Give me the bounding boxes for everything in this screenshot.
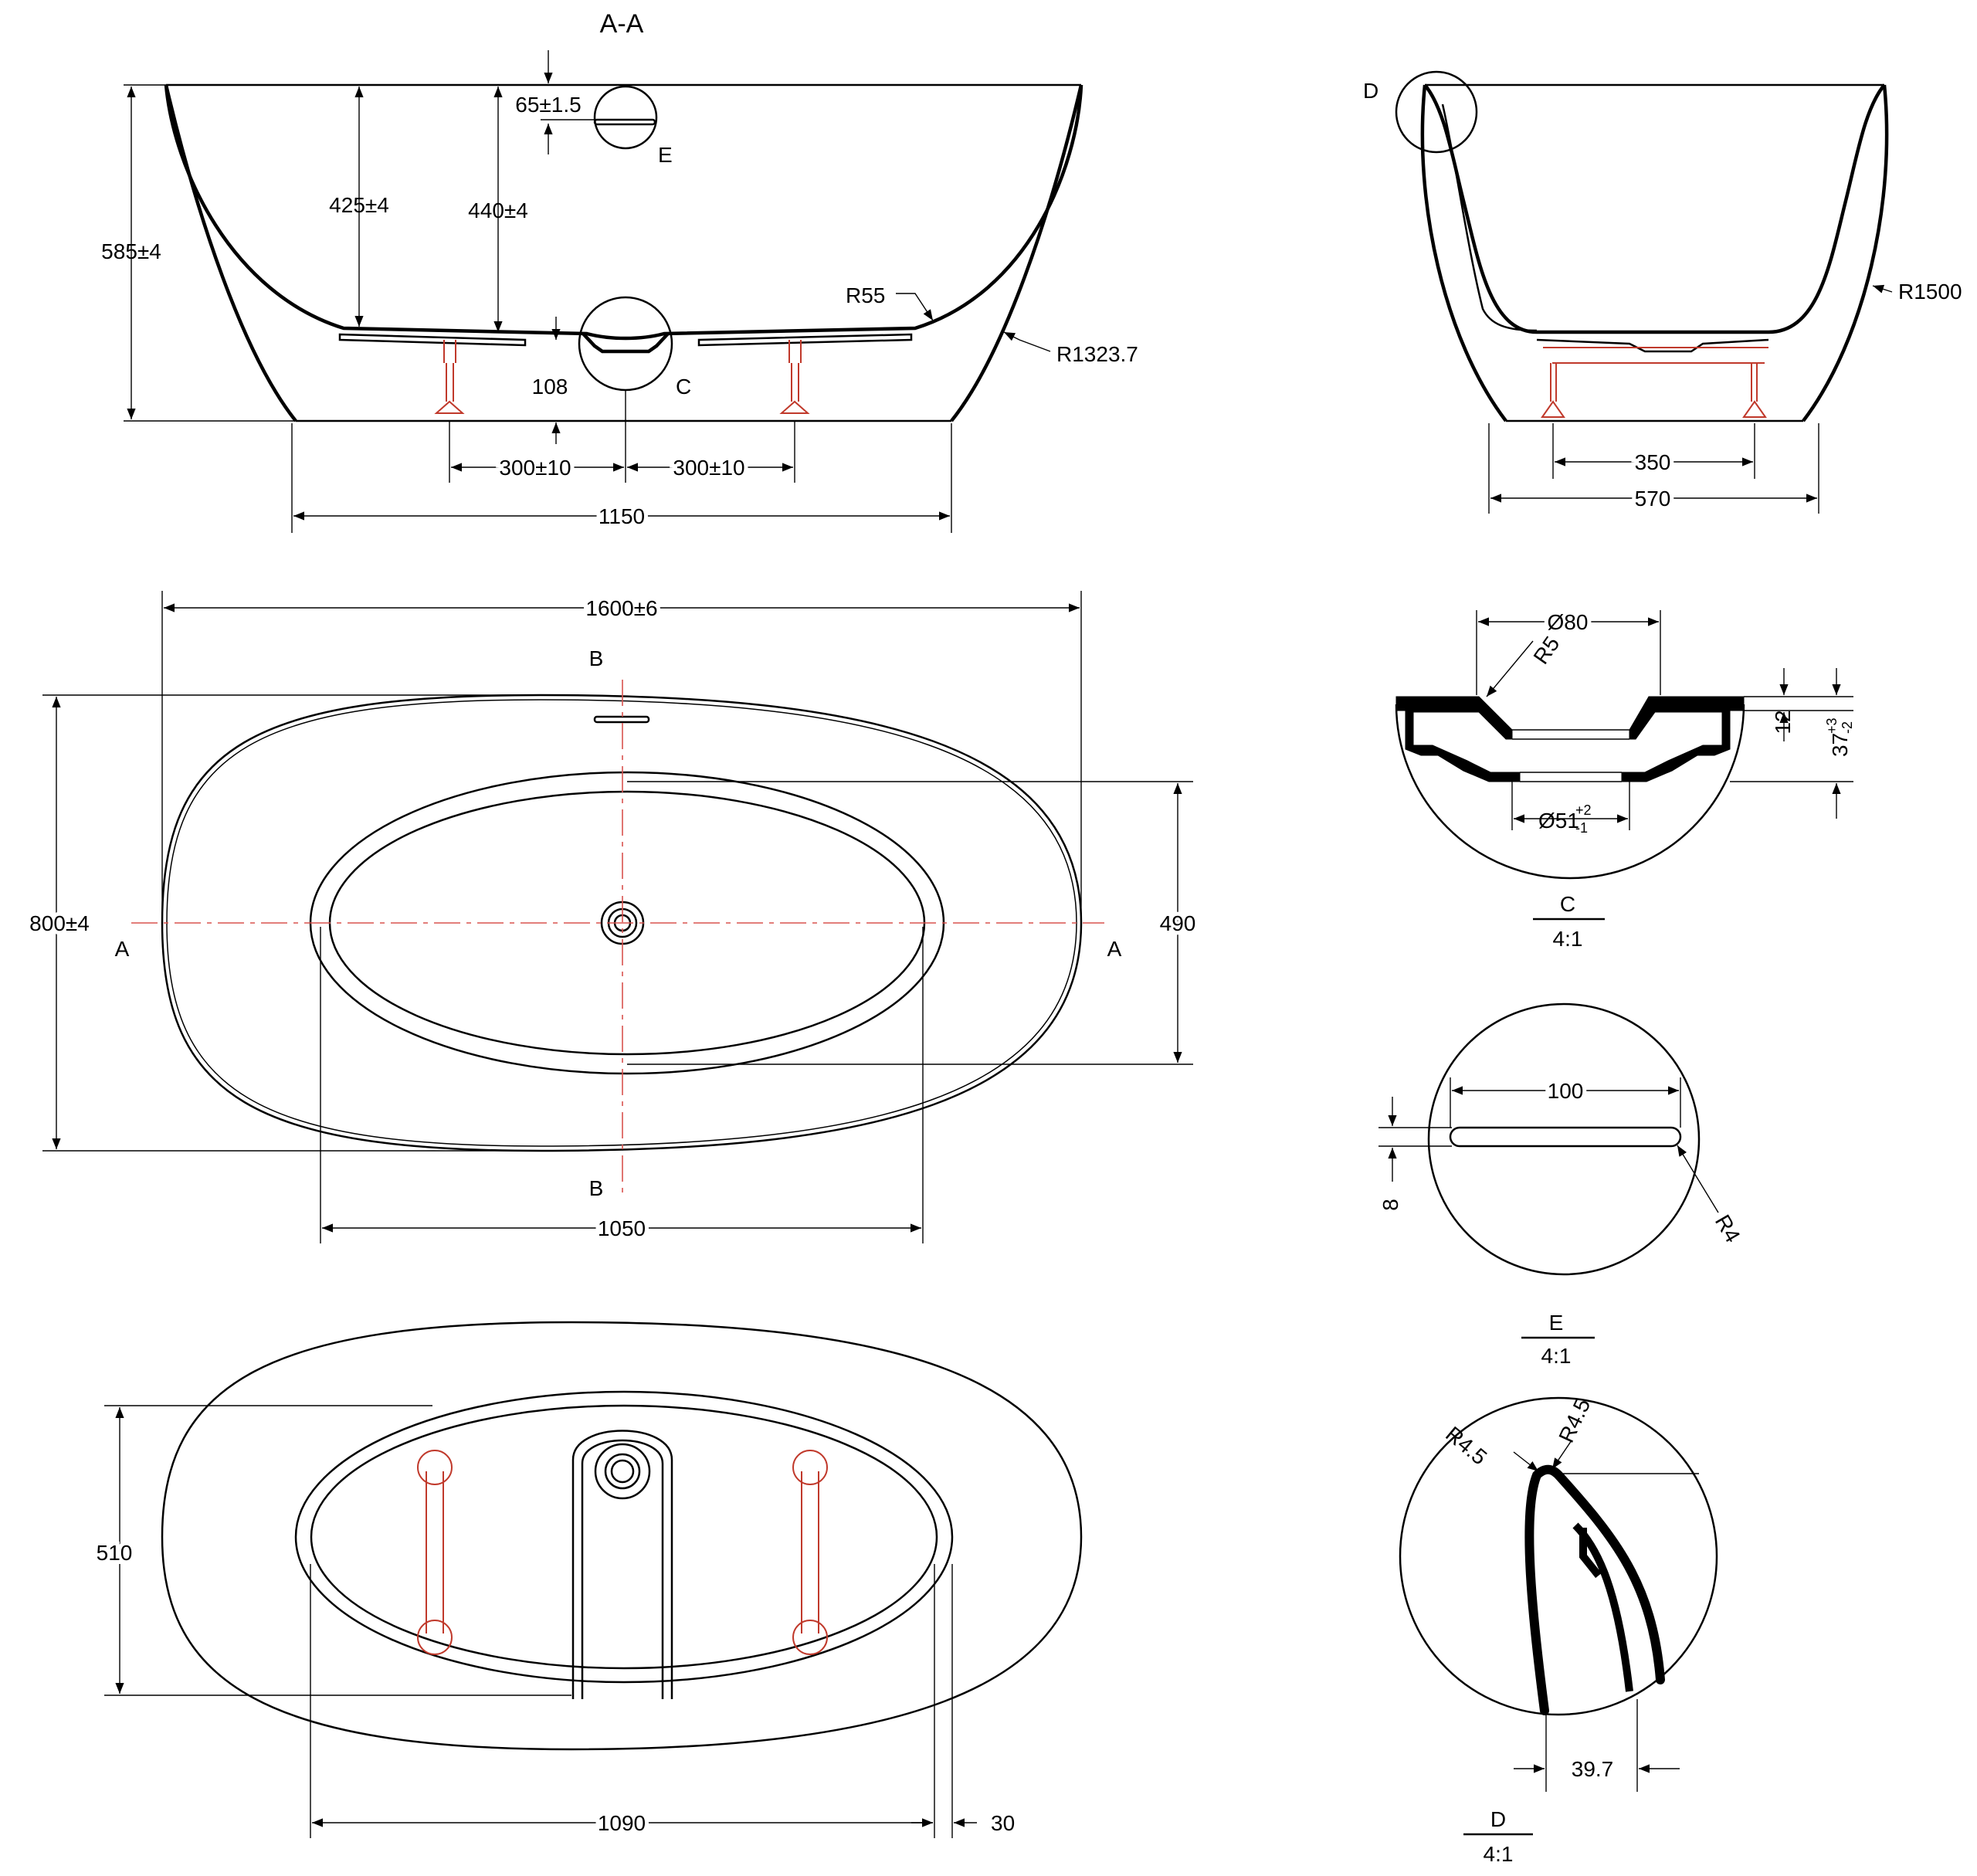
- dim-bb-outer-radius: R1500: [1898, 280, 1962, 304]
- bottom-view-base-outer: [294, 1390, 954, 1684]
- section-bb-feet: [1541, 347, 1768, 418]
- section-bb-dimensions: 350 570 R1500: [1488, 280, 1962, 514]
- section-bb-inner-profile: [1423, 83, 1886, 334]
- marker-a-right: A: [1107, 937, 1122, 961]
- dim-half-spacing-left: 300±10: [499, 456, 571, 480]
- bottom-view-drain-inner: [604, 1453, 641, 1490]
- dim-d-thickness: 39.7: [1572, 1757, 1614, 1781]
- section-aa-drain: [582, 332, 670, 354]
- top-view-outer-outline: [161, 694, 1083, 1152]
- detail-e-dimensions: 100 8 R4: [1378, 1075, 1745, 1247]
- bottom-view-drain-outer: [594, 1443, 651, 1500]
- dim-d-radius-right: R4.5: [1554, 1395, 1595, 1447]
- dim-d-radius-left: R4.5: [1441, 1422, 1491, 1470]
- detail-e-slot: [1449, 1126, 1682, 1148]
- section-aa-dimensions: 585±4 425±4 440±4 65±1.5 108 300±10 300±…: [101, 50, 1138, 533]
- dim-inner-width: 490: [1160, 911, 1196, 935]
- section-aa-outer-profile: [164, 84, 1083, 422]
- detail-c-name: C: [1560, 892, 1575, 916]
- detail-c-section-fill-right: [1621, 696, 1745, 782]
- dim-bottom-width: 510: [97, 1541, 133, 1565]
- dim-bottom-length: 1090: [598, 1811, 646, 1835]
- detail-d-shell-inner: [1572, 1522, 1633, 1692]
- marker-b-bottom: B: [589, 1176, 604, 1200]
- section-aa-feet: [434, 340, 810, 414]
- detail-c-scale: 4:1: [1553, 927, 1583, 951]
- detail-d-boundary: [1399, 1396, 1718, 1716]
- detail-d-scale: 4:1: [1484, 1842, 1514, 1866]
- overflow-slot: [593, 118, 656, 126]
- top-view-overflow-slot: [593, 715, 650, 724]
- dim-c-thickness: 12: [1771, 710, 1795, 734]
- marker-b-top: B: [589, 646, 604, 670]
- dim-overflow-depth: 440±4: [468, 198, 528, 222]
- dim-c-height: 37 +3 -2: [1824, 717, 1855, 757]
- dim-inner-depth: 425±4: [329, 193, 389, 217]
- bottom-view-drain-channel-outer: [571, 1430, 673, 1699]
- top-view-rim-edge: [166, 699, 1077, 1147]
- dim-length: 1600±6: [585, 596, 657, 620]
- section-bb-outer-profile: [1420, 84, 1889, 422]
- section-aa-inner-profile: [164, 84, 1083, 341]
- svg-text:+2: +2: [1575, 802, 1592, 818]
- dim-inner-length: 1050: [598, 1216, 646, 1240]
- dim-half-spacing-right: 300±10: [673, 456, 744, 480]
- dim-overflow-offset: 65±1.5: [515, 93, 581, 117]
- section-bb-drain: [1536, 338, 1769, 353]
- section-aa-under-shelf: [338, 333, 913, 347]
- svg-text:-2: -2: [1840, 721, 1855, 734]
- dim-inner-radius: R55: [846, 283, 885, 307]
- dim-outer-radius: R1323.7: [1056, 342, 1138, 366]
- dim-bottom-offset: 30: [991, 1811, 1015, 1835]
- detail-d-view: R4.5 R4.5 39.7 D 4:1: [1399, 1395, 1718, 1866]
- dim-foot-height: 108: [532, 375, 568, 399]
- top-view-dimensions: 1600±6 800±4 490 1050: [25, 591, 1199, 1244]
- detail-d-callout-circle: [1395, 70, 1478, 154]
- svg-text:37: 37: [1828, 733, 1852, 757]
- svg-text:Ø51: Ø51: [1538, 809, 1579, 833]
- detail-c-boundary: [1395, 704, 1745, 880]
- dim-e-slot-length: 100: [1548, 1079, 1584, 1103]
- dim-c-drain: Ø51 +2 -1: [1538, 802, 1592, 836]
- detail-e-scale: 4:1: [1541, 1344, 1572, 1368]
- detail-d-shell-outer: [1524, 1464, 1665, 1715]
- detail-c-dimensions: Ø80 R5 Ø51 +2 -1 12 37 +3 -2: [1476, 606, 1855, 836]
- detail-e-callout-circle: [593, 85, 658, 150]
- dim-e-slot-width: 8: [1378, 1199, 1402, 1211]
- dim-c-radius: R5: [1529, 632, 1565, 668]
- section-bb-view: D 350 570 R1500: [1363, 70, 1962, 514]
- dim-overall-height: 585±4: [101, 239, 161, 263]
- detail-e-callout-label: E: [658, 143, 673, 167]
- section-aa-view: A-A C E 585±4 425±4 440±4: [101, 9, 1138, 533]
- dim-width: 800±4: [29, 911, 90, 935]
- bottom-view-base-inner: [310, 1404, 938, 1670]
- bottom-view-dimensions: 510 1090 30: [93, 1405, 1015, 1839]
- detail-c-callout-label: C: [676, 375, 691, 399]
- detail-d-callout-label: D: [1363, 79, 1378, 103]
- detail-e-view: 100 8 R4 E 4:1: [1378, 1002, 1745, 1368]
- top-view: A A B B 1600±6 800±4 490 1050: [25, 591, 1199, 1244]
- dim-e-radius: R4: [1711, 1211, 1745, 1247]
- dim-c-diameter: Ø80: [1548, 610, 1589, 634]
- detail-d-name: D: [1490, 1807, 1506, 1831]
- section-bb-inner-skin: [1441, 103, 1538, 332]
- detail-e-name: E: [1549, 1311, 1564, 1335]
- marker-a-left: A: [115, 937, 130, 961]
- detail-c-view: Ø80 R5 Ø51 +2 -1 12 37 +3 -2: [1395, 606, 1855, 951]
- bottom-view: 510 1090 30: [93, 1321, 1083, 1839]
- detail-c-section-fill: [1395, 696, 1521, 782]
- dim-bb-base-width: 570: [1635, 487, 1671, 511]
- dim-base-width: 1150: [599, 504, 645, 528]
- svg-text:+3: +3: [1824, 717, 1840, 734]
- section-aa-title: A-A: [600, 9, 644, 39]
- detail-e-boundary: [1427, 1002, 1701, 1276]
- bottom-view-feet: [417, 1450, 828, 1655]
- bottom-view-drain-center: [610, 1459, 635, 1484]
- bottom-view-outer-outline: [161, 1321, 1083, 1751]
- svg-text:-1: -1: [1575, 820, 1588, 836]
- bottom-view-drain-channel-inner: [581, 1439, 664, 1699]
- dim-feet-spacing: 350: [1635, 450, 1671, 474]
